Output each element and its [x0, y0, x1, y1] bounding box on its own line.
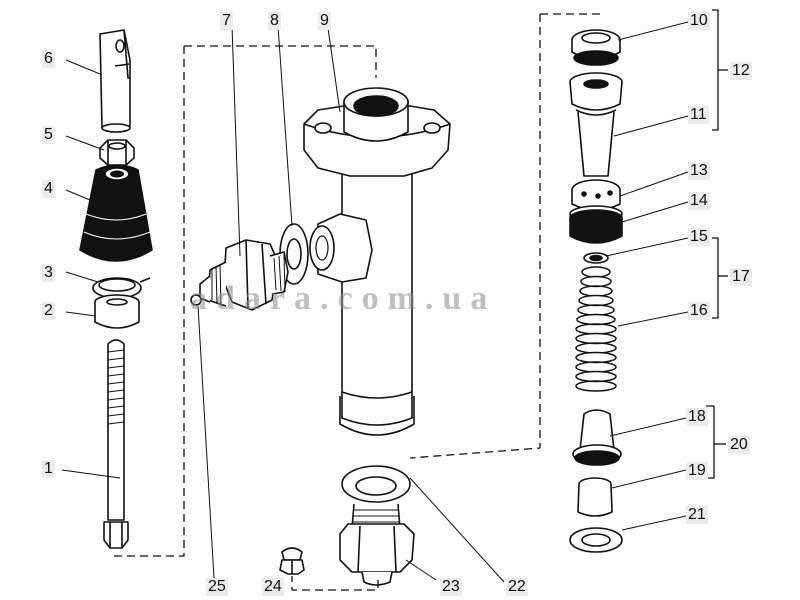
callout-21: 21 [686, 506, 708, 524]
callout-23: 23 [440, 578, 462, 596]
spring-coil [581, 266, 611, 278]
callout-10: 10 [688, 12, 710, 30]
watermark: adara.com.ua [190, 280, 497, 317]
spring-coil [576, 313, 616, 326]
spring-coil [580, 275, 612, 288]
part-6-clevis [99, 29, 131, 133]
callout-7: 7 [220, 12, 233, 30]
part-16-spring [575, 266, 617, 392]
callout-15: 15 [688, 228, 710, 246]
spring-coil [577, 304, 615, 316]
callout-12: 12 [730, 62, 752, 80]
part-5-nut [99, 139, 135, 166]
callout-3: 3 [42, 264, 55, 282]
spring-coil [575, 380, 617, 392]
callout-9: 9 [318, 12, 331, 30]
part-7-union-bolt [199, 239, 289, 311]
callout-6: 6 [42, 50, 55, 68]
callout-19: 19 [686, 462, 708, 480]
spring-coil [575, 361, 617, 373]
callout-13: 13 [688, 162, 710, 180]
leader-lines [61, 21, 689, 583]
callout-16: 16 [688, 302, 710, 320]
callout-18: 18 [686, 408, 708, 426]
callout-25: 25 [206, 578, 228, 596]
part-2-bushing [94, 294, 140, 329]
spring-coil [575, 370, 617, 383]
callout-8: 8 [268, 12, 281, 30]
callout-22: 22 [506, 578, 528, 596]
callout-4: 4 [42, 180, 55, 198]
callout-17: 17 [730, 268, 752, 286]
part-4-rubber-boot [79, 164, 153, 262]
part-11-piston [569, 72, 623, 211]
callout-24: 24 [262, 578, 284, 596]
spring-coil [575, 342, 617, 354]
callout-20: 20 [728, 436, 750, 454]
part-1-pushrod [103, 339, 129, 549]
part-10-cap [571, 29, 621, 66]
callout-5: 5 [42, 126, 55, 144]
spring-coil [579, 285, 613, 297]
part-22-washer [341, 465, 411, 503]
spring-coil [578, 294, 614, 307]
part-23-outlet-union [339, 503, 415, 586]
spring-coil [575, 351, 617, 364]
part-24-cap [279, 547, 305, 575]
part-15-cup [583, 252, 609, 264]
callout-11: 11 [688, 106, 709, 124]
part-19-seat [577, 477, 613, 517]
assembly-dashed-lines [110, 13, 600, 591]
part-13-14-seals [569, 205, 623, 244]
callout-2: 2 [42, 302, 55, 320]
callout-1: 1 [42, 460, 55, 478]
part-21-washer [569, 527, 623, 553]
part-18-valve [572, 409, 622, 466]
callout-14: 14 [688, 192, 710, 210]
part-25-ball [190, 294, 202, 306]
part-9-cylinder-body [303, 87, 451, 436]
group-brackets [706, 9, 728, 479]
spring-coil [575, 323, 617, 335]
spring-coil [575, 332, 617, 345]
